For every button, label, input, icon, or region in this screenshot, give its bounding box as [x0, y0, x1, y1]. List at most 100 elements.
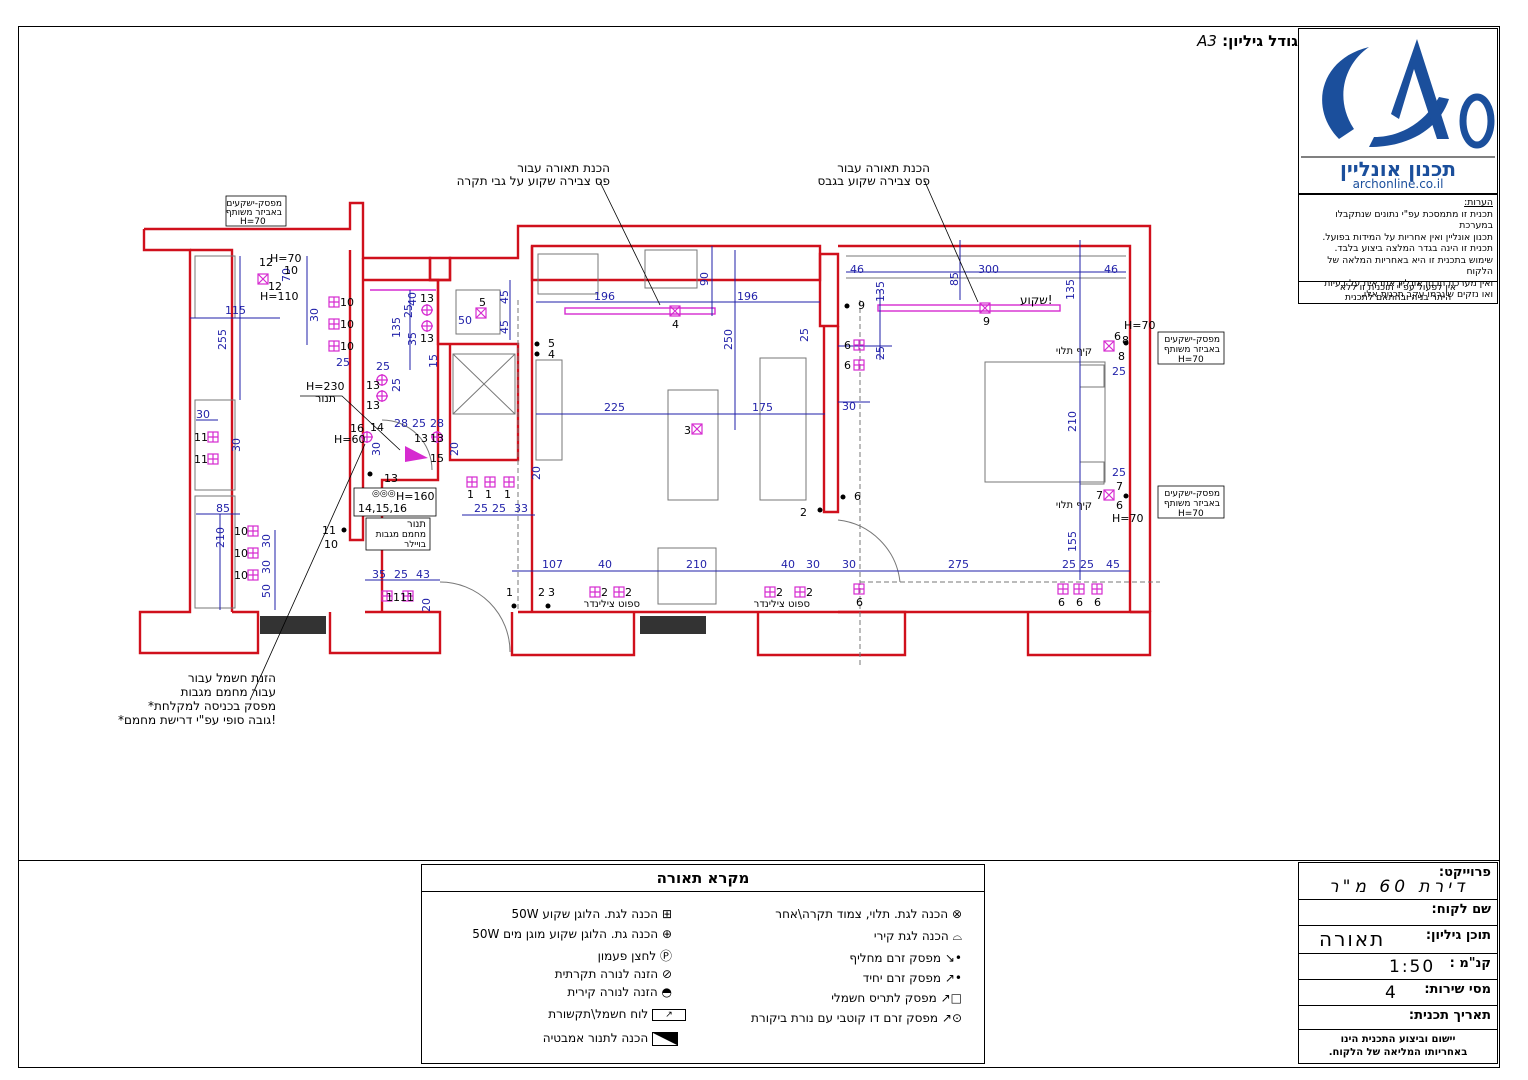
dim-label: 25	[402, 304, 415, 318]
svg-text:11: 11	[322, 524, 336, 537]
dim-label: 28	[394, 417, 408, 430]
tb-scale-label: קנ"מ :	[1449, 956, 1491, 971]
light-fixture-icon	[853, 583, 865, 595]
switch-note-top: מפסק-ישקעים באביזר משותף H=70	[225, 195, 287, 227]
tb-revision-label: מסי שירות:	[1424, 982, 1491, 997]
svg-text:2: 2	[806, 586, 813, 599]
dim-label: 30	[842, 400, 856, 413]
p-circle-icon: Ⓟ	[659, 949, 672, 963]
shower-tray	[452, 353, 516, 415]
legend-item: ◓ הזנה לנורה קירית	[567, 985, 672, 999]
dim-label: 25	[1080, 558, 1094, 571]
switch-note-text: באביזר משותף	[226, 208, 282, 218]
spot-label: ספוט צילינדר	[584, 599, 640, 610]
bed	[984, 361, 1106, 483]
dim-label: 85	[216, 502, 230, 515]
tb-revision: מסי שירות: 4	[1298, 980, 1498, 1006]
wp-fixture-icon	[376, 390, 388, 402]
note-line: תכנון אונליין ואין אחריות על המידות בפוע…	[1322, 231, 1493, 243]
tb-client: שם לקוח:	[1298, 900, 1498, 926]
legend-item: •↗ מפסק זרם יחיד	[863, 971, 962, 985]
light-fixture-icon	[466, 476, 478, 488]
tb-client-label: שם לקוח:	[1431, 902, 1491, 917]
svg-text:9: 9	[983, 315, 990, 328]
height-label: H=230	[306, 380, 344, 393]
dim-label: 225	[604, 401, 625, 414]
dim-label: 46	[850, 263, 864, 276]
dim-label: 135	[874, 281, 887, 302]
switch-note-text: באביזר משותף	[1164, 345, 1220, 355]
svg-text:5: 5	[479, 296, 486, 309]
dim-label: 175	[752, 401, 773, 414]
light-fixture-icon	[853, 339, 865, 351]
svg-text:12: 12	[259, 256, 273, 269]
legend-item: Ⓟ לחצן פעמון	[598, 947, 672, 964]
svg-text:3: 3	[684, 424, 691, 437]
svg-text:11: 11	[194, 431, 208, 444]
legend-text: הזנה לנורה קירית	[567, 985, 658, 999]
svg-text:8: 8	[1118, 350, 1125, 363]
stove	[537, 253, 599, 295]
dim-label: 40	[781, 558, 795, 571]
dim-label: 50	[260, 584, 273, 598]
switch-note-right1: מפסק-ישקעים באביזר משותף H=70	[1157, 331, 1225, 365]
switch-note-text: H=70	[240, 217, 266, 227]
bed-lamp-label: קיף תלוי	[1056, 500, 1092, 511]
bath-note: הזנת חשמל עבור	[188, 671, 276, 685]
svg-text:10: 10	[234, 569, 248, 582]
legend-text: לוח חשמל\תקשורת	[548, 1007, 649, 1021]
legend-text: הכנה גת. הלוגן שקוע מוגן מים 50W	[472, 927, 659, 941]
tb-footer-line: באחריותו המליאה של הלקוח.	[1328, 1047, 1468, 1058]
dim-label: 20	[448, 442, 461, 456]
window-bar	[640, 616, 706, 634]
dim-label: 25	[798, 328, 811, 342]
switch-group-note: ◎◎◎ H=160 14,15,16	[353, 487, 437, 517]
hanging-lamp-icon	[979, 302, 991, 314]
svg-text:2: 2	[538, 586, 545, 599]
dim-label: 250	[722, 329, 735, 350]
cooktop	[455, 289, 501, 335]
dim-label: 135	[1064, 279, 1077, 300]
notes-footer: אין לפעול עפ"י תוכנית זו ללא היתר בניה ו…	[1298, 282, 1498, 304]
legend-text: לחצן פעמון	[597, 949, 657, 963]
door-swing	[381, 419, 433, 471]
dim-label: 107	[542, 558, 563, 571]
svg-text:5: 5	[548, 337, 555, 350]
tb-date: תאריך תכנית:	[1298, 1006, 1498, 1030]
svg-text:13: 13	[414, 432, 428, 445]
svg-text:4: 4	[548, 348, 555, 361]
boiler-text: תנור	[407, 519, 426, 530]
light-fixture-icon	[794, 586, 806, 598]
note-line: ואו נזקים שיגרמו עקב תכנית אלו.	[1360, 289, 1493, 300]
brand-url[interactable]: archonline.co.il	[1352, 177, 1444, 191]
wall-segment	[328, 610, 442, 655]
light-fixture-icon	[381, 590, 393, 602]
tb-content-label: תוכן גיליון:	[1425, 928, 1491, 943]
note-footer-line: היתר בניה ובהתאם לתכנית	[1344, 292, 1452, 303]
legend-box: מקרא תאורה ⊞ הכנה לגת. הלוגן שקוע 50W ⊕ …	[421, 864, 985, 1064]
switch-note-right2: מפסק-ישקעים באביזר משותף H=70	[1157, 485, 1225, 519]
dim-label: 45	[498, 320, 511, 334]
leader-lines	[249, 181, 979, 701]
tb-revision-value: 4	[1385, 983, 1398, 1003]
light-fixture-icon	[503, 476, 515, 488]
light-fixture-icon	[1073, 583, 1085, 595]
switch-single-icon: •↗	[944, 971, 962, 985]
sofa	[759, 357, 807, 501]
callout-text: פס צבירה שקוע בגבס	[818, 174, 930, 188]
dining-table	[667, 389, 719, 501]
kitchen-counter	[530, 244, 822, 282]
tb-project-label: פרוייקט:	[1438, 865, 1491, 880]
bath-note: *גובה סופי עפ"י דרישת מחמם!	[118, 713, 276, 727]
leader-bath	[249, 443, 366, 701]
light-fixture-icon	[207, 431, 219, 443]
wall-segment	[1026, 610, 1152, 657]
dim-label: 20	[420, 598, 433, 612]
door-swing	[837, 519, 901, 583]
dim-label: 90	[698, 272, 711, 286]
svg-text:10: 10	[284, 264, 298, 277]
light-fixture-icon	[589, 586, 601, 598]
legend-item: הכנה לתנור אמבטיה	[543, 1031, 678, 1046]
bath-note: עבור מחמם מגבות	[181, 685, 276, 699]
